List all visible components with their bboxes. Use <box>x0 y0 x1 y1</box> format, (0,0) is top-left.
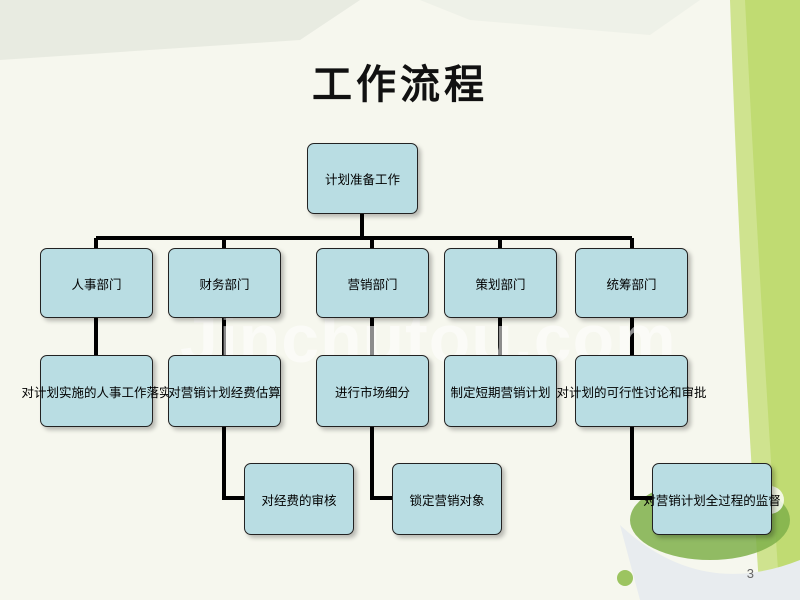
node-subtask: 对经费的审核 <box>244 463 354 535</box>
page-number: 3 <box>746 566 754 581</box>
node-task-label: 进行市场细分 <box>334 384 410 400</box>
node-subtask-label: 锁定营销对象 <box>409 492 485 508</box>
node-department: 人事部门 <box>40 248 153 318</box>
node-task: 对营销计划经费估算 <box>168 355 281 427</box>
node-task-label: 对计划的可行性讨论和审批 <box>556 384 707 400</box>
node-task: 对计划的可行性讨论和审批 <box>557 355 707 427</box>
node-department: 营销部门 <box>316 248 429 318</box>
green-strip <box>745 0 800 600</box>
connector <box>222 427 244 500</box>
connector <box>370 427 392 500</box>
plant-bowl-image <box>620 525 800 600</box>
node-subtask-label: 对经费的审核 <box>261 492 337 508</box>
node-department: 策划部门 <box>444 248 557 318</box>
page-title: 工作流程 <box>312 61 488 108</box>
node-task-label: 对营销计划经费估算 <box>168 384 281 400</box>
node-task: 对计划实施的人事工作落实 <box>22 355 172 427</box>
node-department: 财务部门 <box>168 248 281 318</box>
node-subtask: 对营销计划全过程的监督 <box>643 463 781 535</box>
window-glare <box>0 0 360 60</box>
node-task-label: 制定短期营销计划 <box>450 384 551 400</box>
node-subtask-label: 对营销计划全过程的监督 <box>643 492 781 508</box>
node-subtask: 锁定营销对象 <box>392 463 502 535</box>
node-root: 计划准备工作 <box>307 143 418 214</box>
leaf-image <box>617 570 633 586</box>
window-glare <box>420 0 700 35</box>
node-task-label: 对计划实施的人事工作落实 <box>21 384 172 400</box>
node-department: 统筹部门 <box>575 248 688 318</box>
connector <box>630 427 652 500</box>
node-task: 进行市场细分 <box>316 355 429 427</box>
node-task: 制定短期营销计划 <box>444 355 557 427</box>
